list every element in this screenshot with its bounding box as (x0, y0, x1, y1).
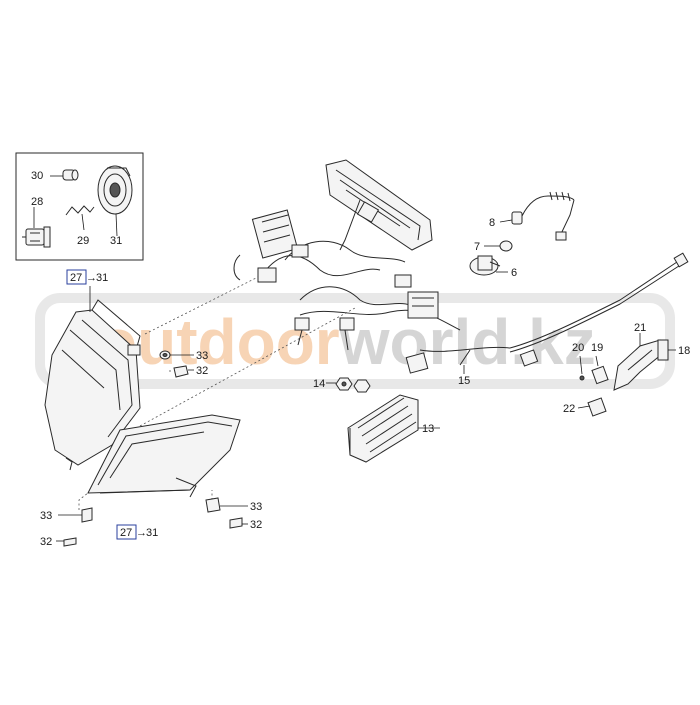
callout-13: 13 (422, 423, 434, 435)
callout-32-bottom-right: 32 (250, 519, 262, 531)
callout-32-left: 32 (196, 365, 208, 377)
headlight-lens (87, 414, 241, 498)
callout-31: 31 (110, 235, 122, 247)
callout-7: 7 (474, 241, 480, 253)
assembly-guide-lines (78, 274, 356, 510)
callout-32-bottom-left: 32 (40, 536, 52, 548)
callout-18: 18 (678, 345, 690, 357)
reference-lower-box: 27 (120, 527, 132, 539)
reference-lower-target: 31 (146, 527, 158, 539)
instrument-cluster (325, 159, 433, 251)
callout-28: 28 (31, 196, 43, 208)
callout-8: 8 (489, 217, 495, 229)
fuse-holder-parts: 19 20 22 (563, 342, 609, 417)
fastener-bottom-left: 33 32 (40, 507, 93, 548)
reference-lower-arrow: → (136, 527, 147, 539)
reference-upper-box: 27 (70, 272, 82, 284)
reference-upper-target: 31 (96, 272, 108, 284)
fastener-left-upper: 33 32 (159, 350, 208, 378)
callout-33-left: 33 (196, 350, 208, 362)
callout-22: 22 (563, 403, 575, 415)
callout-19: 19 (591, 342, 603, 354)
wiring-harness: 15 (233, 199, 689, 387)
headlight-housing (44, 286, 141, 471)
callout-29: 29 (77, 235, 89, 247)
callout-33-bottom-left: 33 (40, 510, 52, 522)
callout-14: 14 (313, 378, 325, 390)
bulb-cap-part-30 (62, 169, 79, 181)
bracket-part-21: 21 18 (613, 322, 690, 391)
bulb-detail-inset: 30 28 29 31 (15, 152, 144, 261)
fastener-bottom-right: 33 32 (205, 497, 262, 531)
callout-20: 20 (572, 342, 584, 354)
halogen-bulb-part-28 (22, 226, 51, 248)
socket-cover-part-31 (97, 165, 133, 215)
reference-lower: 27 → 31 (116, 524, 158, 540)
nut-part-14: 14 (313, 377, 371, 393)
callout-30: 30 (31, 170, 43, 182)
callout-6: 6 (511, 267, 517, 279)
callout-15: 15 (458, 375, 470, 387)
spring-clip-part-29 (65, 205, 95, 216)
inset-frame (15, 152, 144, 261)
socket-part-6: 6 (469, 255, 517, 279)
callout-21: 21 (634, 322, 646, 334)
coiled-wire-part-8: 8 (489, 191, 575, 241)
watermark-dot: . (510, 306, 528, 378)
bulb-part-7: 7 (474, 240, 513, 253)
reference-upper: 27 → 31 (66, 269, 108, 285)
callout-33-bottom-right: 33 (250, 501, 262, 513)
voltage-regulator: 13 (347, 394, 440, 463)
reference-upper-arrow: → (86, 272, 97, 284)
